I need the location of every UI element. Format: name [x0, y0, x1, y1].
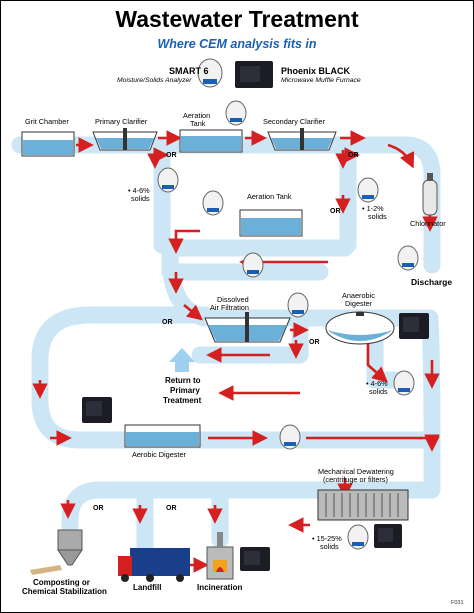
aeration-tank-mid-icon [239, 209, 303, 237]
grit-chamber-label: Grit Chamber [25, 117, 69, 126]
phoenix-name: Phoenix BLACK [281, 66, 351, 76]
anaerobic-label-1: Anaerobic [342, 291, 375, 300]
or-label: OR [93, 505, 104, 512]
dewatering-label-1: Mechanical Dewatering [318, 467, 394, 476]
primary-solids-2: solids [131, 194, 150, 203]
aerobic-digester-icon [124, 424, 201, 448]
dewatering-solids-1: • 15-25% [312, 534, 342, 543]
primary-clarifier-label: Primary Clarifier [95, 117, 148, 126]
daf-label-1: Dissolved [217, 295, 249, 304]
landfill-truck-icon [118, 548, 190, 582]
grit-chamber-icon [21, 131, 75, 157]
secondary-solids-1: • 1-2% [362, 204, 384, 213]
secondary-solids-2: solids [368, 212, 387, 221]
anaerobic-solids-2: solids [369, 387, 388, 396]
dewatering-icon [317, 489, 409, 521]
or-label: OR [162, 319, 173, 326]
smart6-instrument-icons [157, 58, 419, 550]
return-label-2: Primary [170, 386, 200, 395]
aerobic-digester-label: Aerobic Digester [132, 450, 186, 459]
primary-clarifier-icon [92, 128, 158, 151]
daf-icon [204, 312, 291, 343]
anaerobic-label-2: Digester [345, 299, 373, 308]
or-label: OR [309, 339, 320, 346]
aeration-top-label-1: Aeration [183, 111, 211, 120]
return-label-1: Return to [165, 376, 201, 385]
or-label: OR [166, 152, 177, 159]
aeration-top-label-2: Tank [190, 119, 206, 128]
chlorinator-label: Chlorinator [410, 219, 446, 228]
smart6-name: SMART 6 [169, 66, 209, 76]
anaerobic-solids-1: • 4-6% [366, 379, 388, 388]
dewatering-solids-2: solids [320, 542, 339, 551]
daf-label-2: Air Filtration [210, 303, 249, 312]
anaerobic-digester-icon [325, 311, 395, 345]
secondary-clarifier-label: Secondary Clarifier [263, 117, 326, 126]
return-label-3: Treatment [163, 396, 202, 405]
smart6-description: Moisture/Solids Analyzer [117, 77, 192, 84]
page-subtitle: Where CEM analysis fits in [157, 37, 317, 51]
incinerator-icon [206, 532, 234, 580]
phoenix-furnace-icons [82, 61, 429, 571]
or-label: OR [330, 208, 341, 215]
dewatering-label-2: (centrifuge or filters) [323, 475, 388, 484]
aeration-mid-label: Aeration Tank [247, 192, 292, 201]
aeration-tank-top-icon [179, 129, 243, 153]
primary-solids-1: • 4-6% [128, 186, 150, 195]
or-label: OR [348, 152, 359, 159]
composting-label-1: Composting or [33, 578, 90, 587]
return-arrow [169, 348, 195, 372]
incineration-label: Incineration [197, 583, 243, 592]
secondary-clarifier-icon [267, 128, 337, 151]
landfill-label: Landfill [133, 583, 162, 592]
phoenix-description: Microwave Muffle Furnace [281, 77, 361, 84]
discharge-label: Discharge [411, 277, 453, 287]
page-title: Wastewater Treatment [115, 6, 359, 32]
chlorinator-icon [422, 173, 438, 216]
composting-label-2: Chemical Stabilization [22, 587, 107, 596]
footer-code: F031 [451, 600, 464, 606]
or-label: OR [166, 505, 177, 512]
composting-silo-icon [30, 529, 83, 575]
